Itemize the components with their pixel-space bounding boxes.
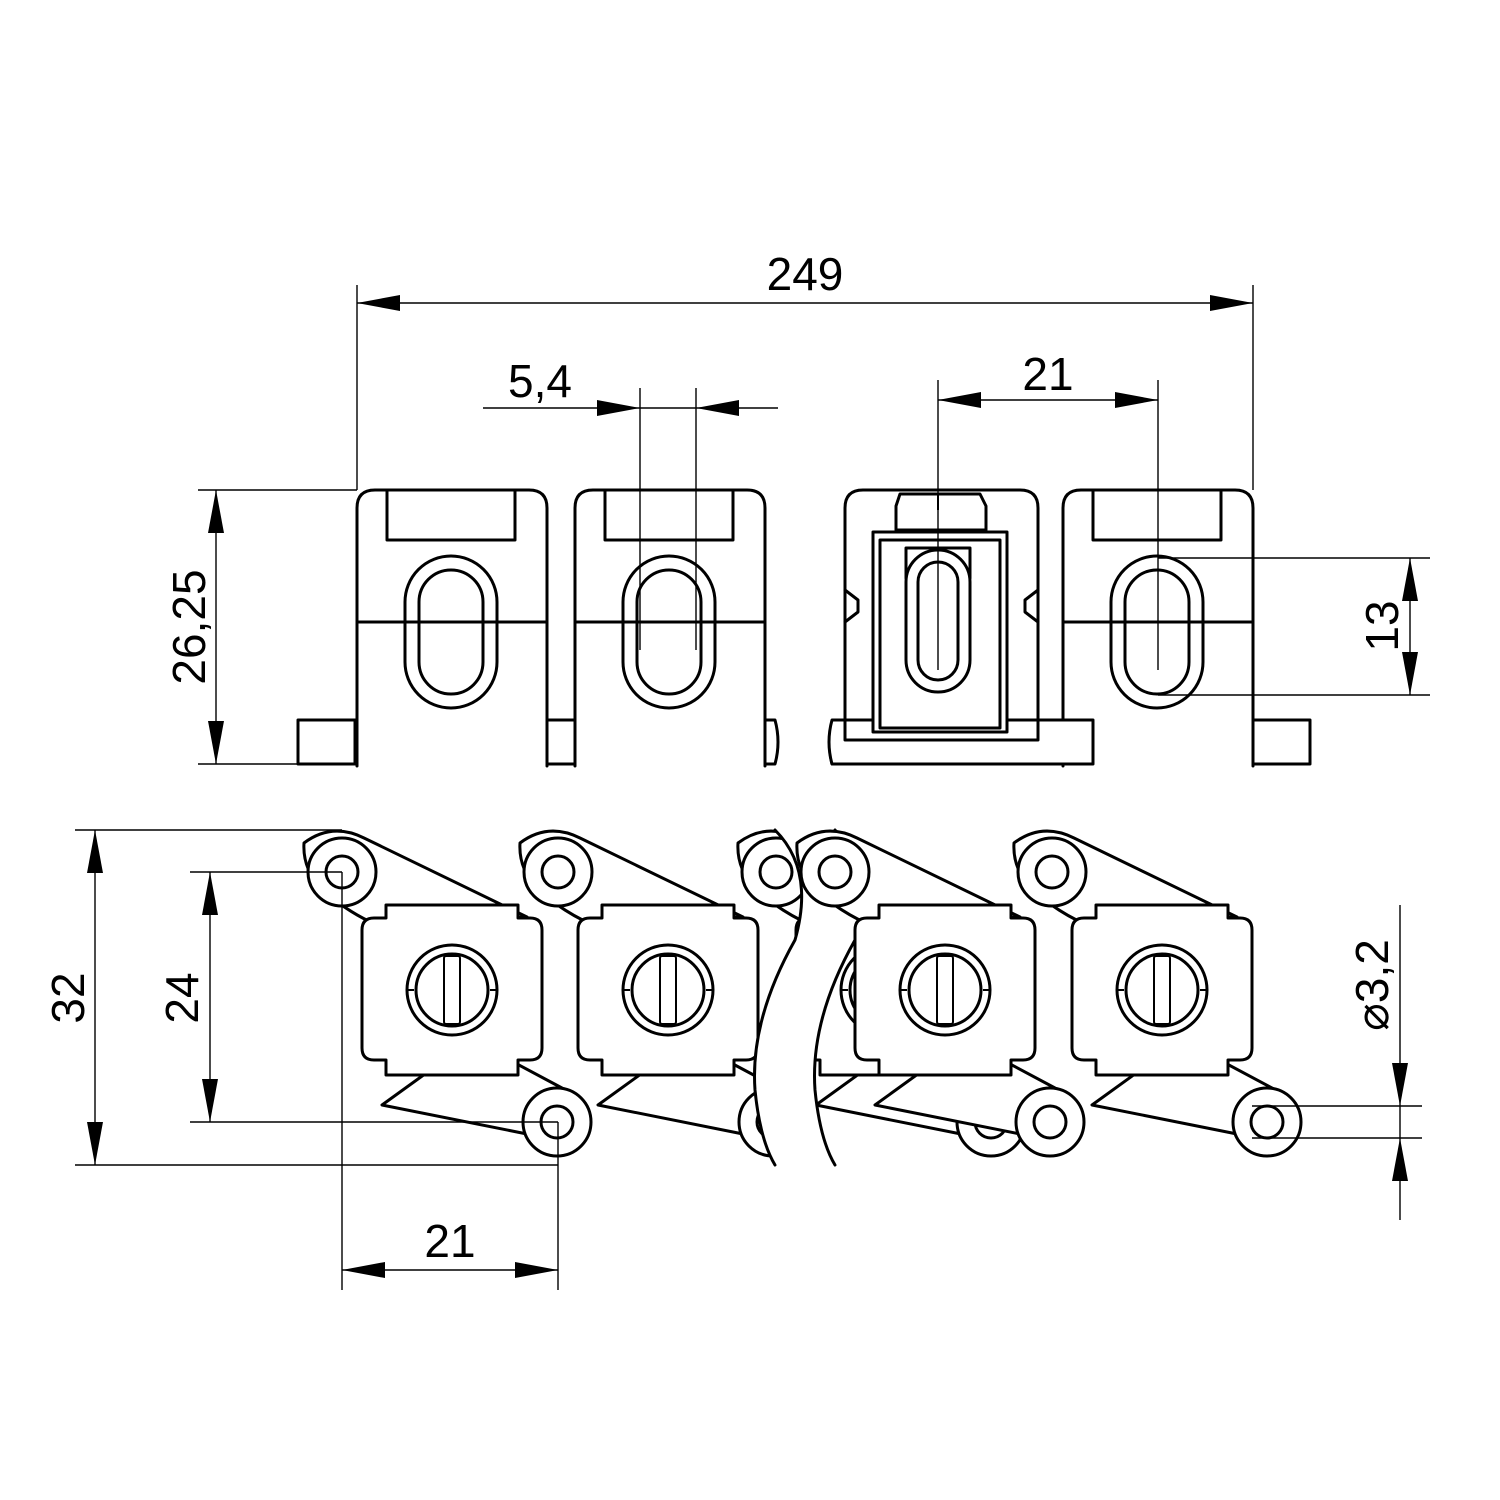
dim-overall-length: 249 [767,248,844,300]
side-block-1 [355,488,549,768]
dimension-lines [75,285,1430,1290]
break-line-left [753,828,804,1167]
side-view [296,488,1312,768]
break-gap [754,830,862,1165]
dim-pitch-bottom: 21 [424,1215,475,1267]
dim-pitch-top: 21 [1022,348,1073,400]
dim-overall-width: 32 [42,972,94,1023]
dim-slot-height: 13 [1356,600,1408,651]
dim-hole-spacing: 24 [156,972,208,1023]
side-block-section [827,488,1095,766]
dim-hole-diameter: ⌀3,2 [1346,939,1398,1031]
side-block-2 [573,488,767,768]
plan-view [302,828,1303,1167]
dim-slot-width: 5,4 [508,355,572,407]
dim-height: 26,25 [163,569,215,684]
